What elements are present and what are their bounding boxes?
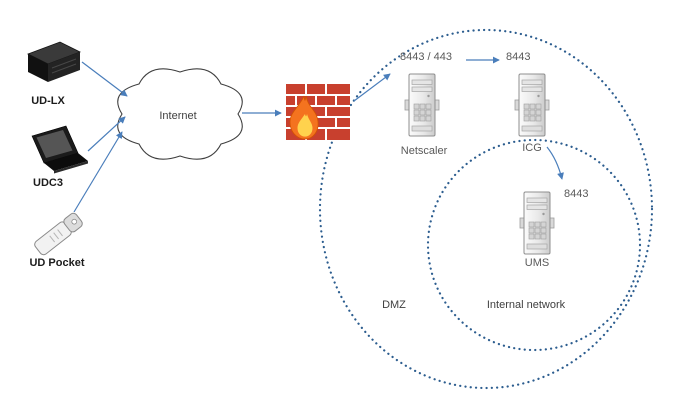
firewall-brick-wall-flame-icon (286, 84, 350, 140)
arrow-udpocket-to-internet (73, 131, 123, 213)
server-label-netscaler: Netscaler (400, 145, 448, 157)
server-icon-ums (519, 191, 555, 255)
device-label-udpocket: UD Pocket (29, 257, 85, 269)
zone-label-internal: Internal network (486, 299, 566, 311)
connection-arrows (73, 56, 564, 213)
device-label-udlx: UD-LX (31, 95, 65, 107)
port-label-ums: 8443 (564, 188, 589, 200)
device-label-udc3: UDC3 (33, 177, 63, 189)
arrow-firewall-to-netscaler (353, 73, 391, 102)
dmz-boundary-circle (318, 28, 654, 390)
arrow-udlx-to-internet (81, 61, 128, 97)
zone-label-dmz: DMZ (382, 299, 406, 311)
server-icon-netscaler (404, 73, 440, 137)
arrow-udc3-to-internet (87, 116, 126, 152)
arrow-icg-to-ums (546, 146, 564, 180)
server-label-icg: ICG (522, 142, 542, 154)
internet-label: Internet (159, 110, 197, 122)
internal-network-boundary-circle (426, 138, 642, 352)
port-label-netscaler: 8443 / 443 (400, 51, 452, 63)
usb-stick-icon (34, 212, 83, 256)
laptop-icon (31, 125, 88, 174)
server-label-ums: UMS (524, 257, 550, 269)
thin-client-icon (27, 41, 81, 82)
port-label-icg: 8443 (506, 51, 531, 63)
server-icon-icg (514, 73, 550, 137)
